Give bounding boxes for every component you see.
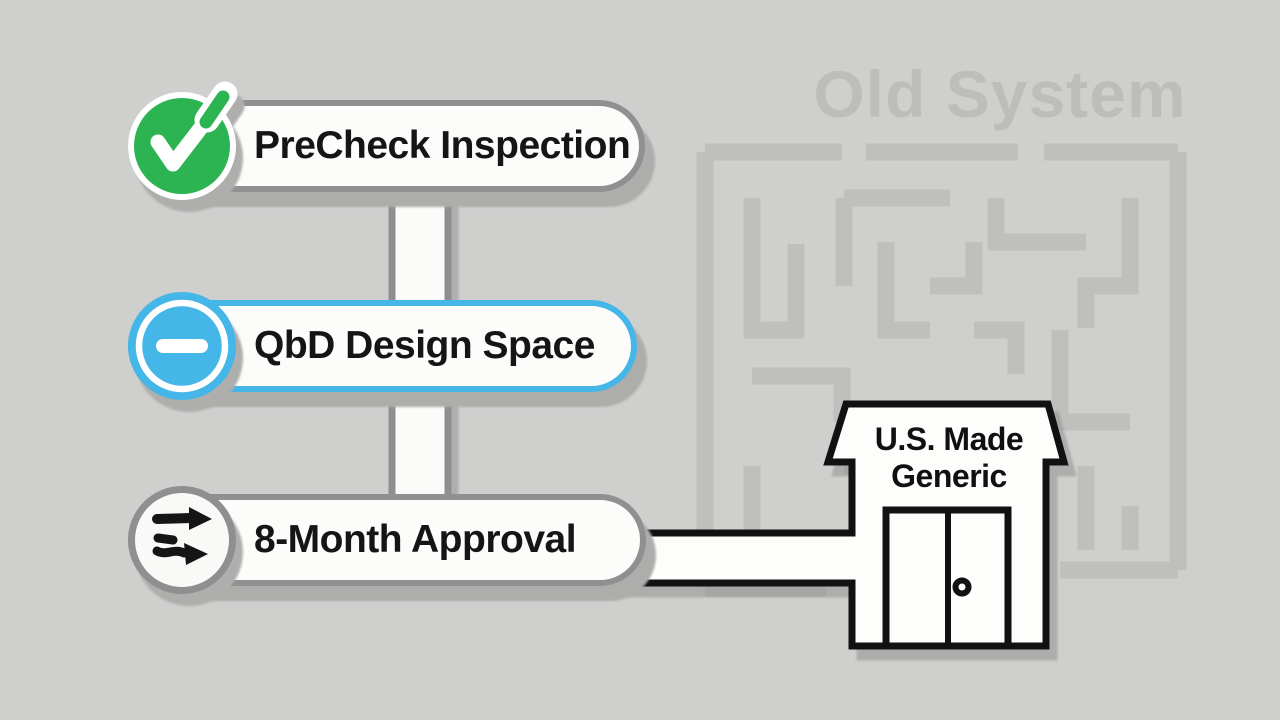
building-label-line2: Generic xyxy=(891,458,1007,494)
step-pill-qbd-design-space: QbD Design Space xyxy=(128,292,637,400)
check-icon xyxy=(128,81,238,200)
minus-icon xyxy=(128,292,236,400)
building-outline xyxy=(620,400,1069,650)
step-label: PreCheck Inspection xyxy=(254,124,631,167)
step-pill-8-month-approval: 8-Month Approval xyxy=(128,486,646,594)
step-label: 8-Month Approval xyxy=(254,518,577,561)
transfer-arrows-icon xyxy=(128,486,236,594)
step-label: QbD Design Space xyxy=(254,324,595,367)
building-label: U.S. Made Generic xyxy=(852,421,1046,495)
storefront-building xyxy=(620,400,1069,650)
roof-fill xyxy=(828,404,1064,462)
corridor-fill xyxy=(620,536,855,580)
old-system-label: Old System xyxy=(813,57,1187,131)
door-knob-icon xyxy=(952,577,972,597)
building-label-line1: U.S. Made xyxy=(874,421,1024,457)
step-pill-precheck-inspection: PreCheck Inspection xyxy=(128,81,645,200)
